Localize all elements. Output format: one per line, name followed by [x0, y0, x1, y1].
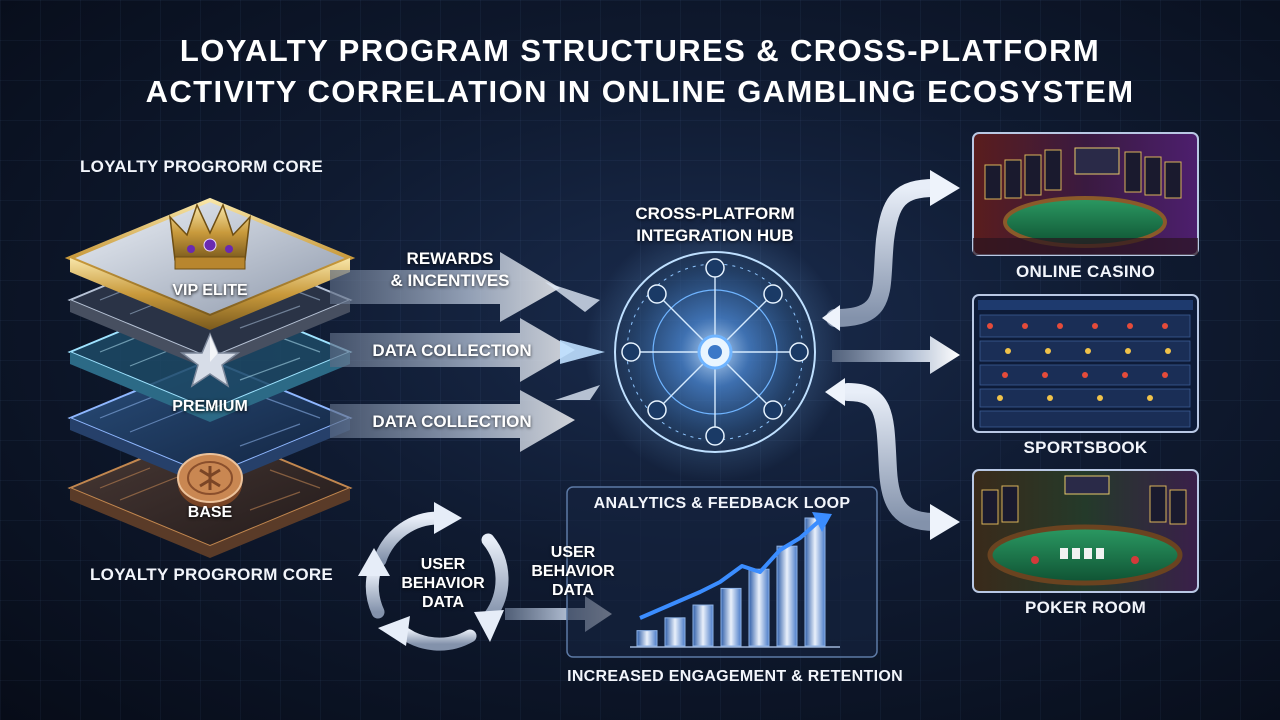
cycle-line-1: USER [420, 556, 466, 573]
crown-icon [168, 202, 252, 270]
arrow-rewards [330, 252, 600, 322]
tier-vip-label: VIP ELITE [172, 282, 248, 299]
arrow-data-collection-2 [330, 385, 600, 452]
cycle-line-3: DATA [421, 594, 465, 611]
core-bottom-label: LOYALTY PROGRORM CORE [90, 565, 334, 584]
integration-hub [585, 222, 845, 482]
title-line-2: ACTIVITY CORRELATION IN ONLINE GAMBLING … [145, 74, 1135, 109]
cycle-arrows [358, 502, 509, 651]
analytics-bar [664, 617, 686, 647]
cycle-line-2: BEHAVIOR [401, 575, 485, 592]
trend-line [639, 512, 832, 620]
rewards-label: REWARDS & INCENTIVES [370, 248, 530, 292]
page-title: LOYALTY PROGRAM STRUCTURES & CROSS-PLATF… [0, 30, 1280, 112]
tier-base-label: BASE [187, 504, 233, 521]
cycle-label: USER BEHAVIOR DATA [388, 555, 498, 612]
cycle-out-line-1: USER [550, 544, 596, 561]
coin-icon [177, 453, 243, 508]
data-collection-label-2: DATA COLLECTION [372, 412, 532, 431]
data-collection-label-1: DATA COLLECTION [372, 341, 532, 360]
arrow-data-collection-1 [330, 318, 605, 382]
star-icon [179, 332, 241, 388]
analytics-bar [748, 568, 770, 647]
platform-casino-label: ONLINE CASINO [1016, 262, 1155, 281]
poker-panel [972, 469, 1199, 593]
title-line-1: LOYALTY PROGRAM STRUCTURES & CROSS-PLATF… [179, 33, 1101, 68]
cycle-out-line-2: BEHAVIOR [531, 563, 615, 580]
analytics-bar [636, 630, 658, 647]
sportsbook-panel [972, 294, 1199, 433]
analytics-bars [636, 517, 826, 647]
analytics-bar [804, 517, 826, 647]
cycle-out-label: USER BEHAVIOR DATA [518, 543, 628, 600]
analytics-bar [776, 545, 798, 647]
arrow-to-sportsbook [832, 336, 960, 374]
hub-line-1: CROSS-PLATFORM [635, 204, 795, 223]
tier-premium-label: PREMIUM [172, 398, 248, 415]
analytics-bar [692, 604, 714, 647]
hub-label: CROSS-PLATFORM INTEGRATION HUB [610, 203, 820, 247]
rewards-line-2: & INCENTIVES [390, 271, 510, 290]
analytics-bar [720, 587, 742, 647]
platform-sportsbook-label: SPORTSBOOK [1023, 438, 1148, 457]
core-top-label: LOYALTY PROGRORM CORE [80, 157, 324, 176]
hub-line-2: INTEGRATION HUB [636, 226, 794, 245]
casino-panel [972, 132, 1199, 256]
analytics-caption: INCREASED ENGAGEMENT & RETENTION [567, 668, 903, 685]
rewards-line-1: REWARDS [406, 249, 494, 268]
arrow-to-poker [825, 378, 960, 540]
analytics-title: ANALYTICS & FEEDBACK LOOP [593, 495, 851, 512]
arrow-to-casino [822, 170, 960, 331]
platform-poker-label: POKER ROOM [1024, 598, 1147, 617]
cycle-out-line-3: DATA [551, 582, 595, 599]
